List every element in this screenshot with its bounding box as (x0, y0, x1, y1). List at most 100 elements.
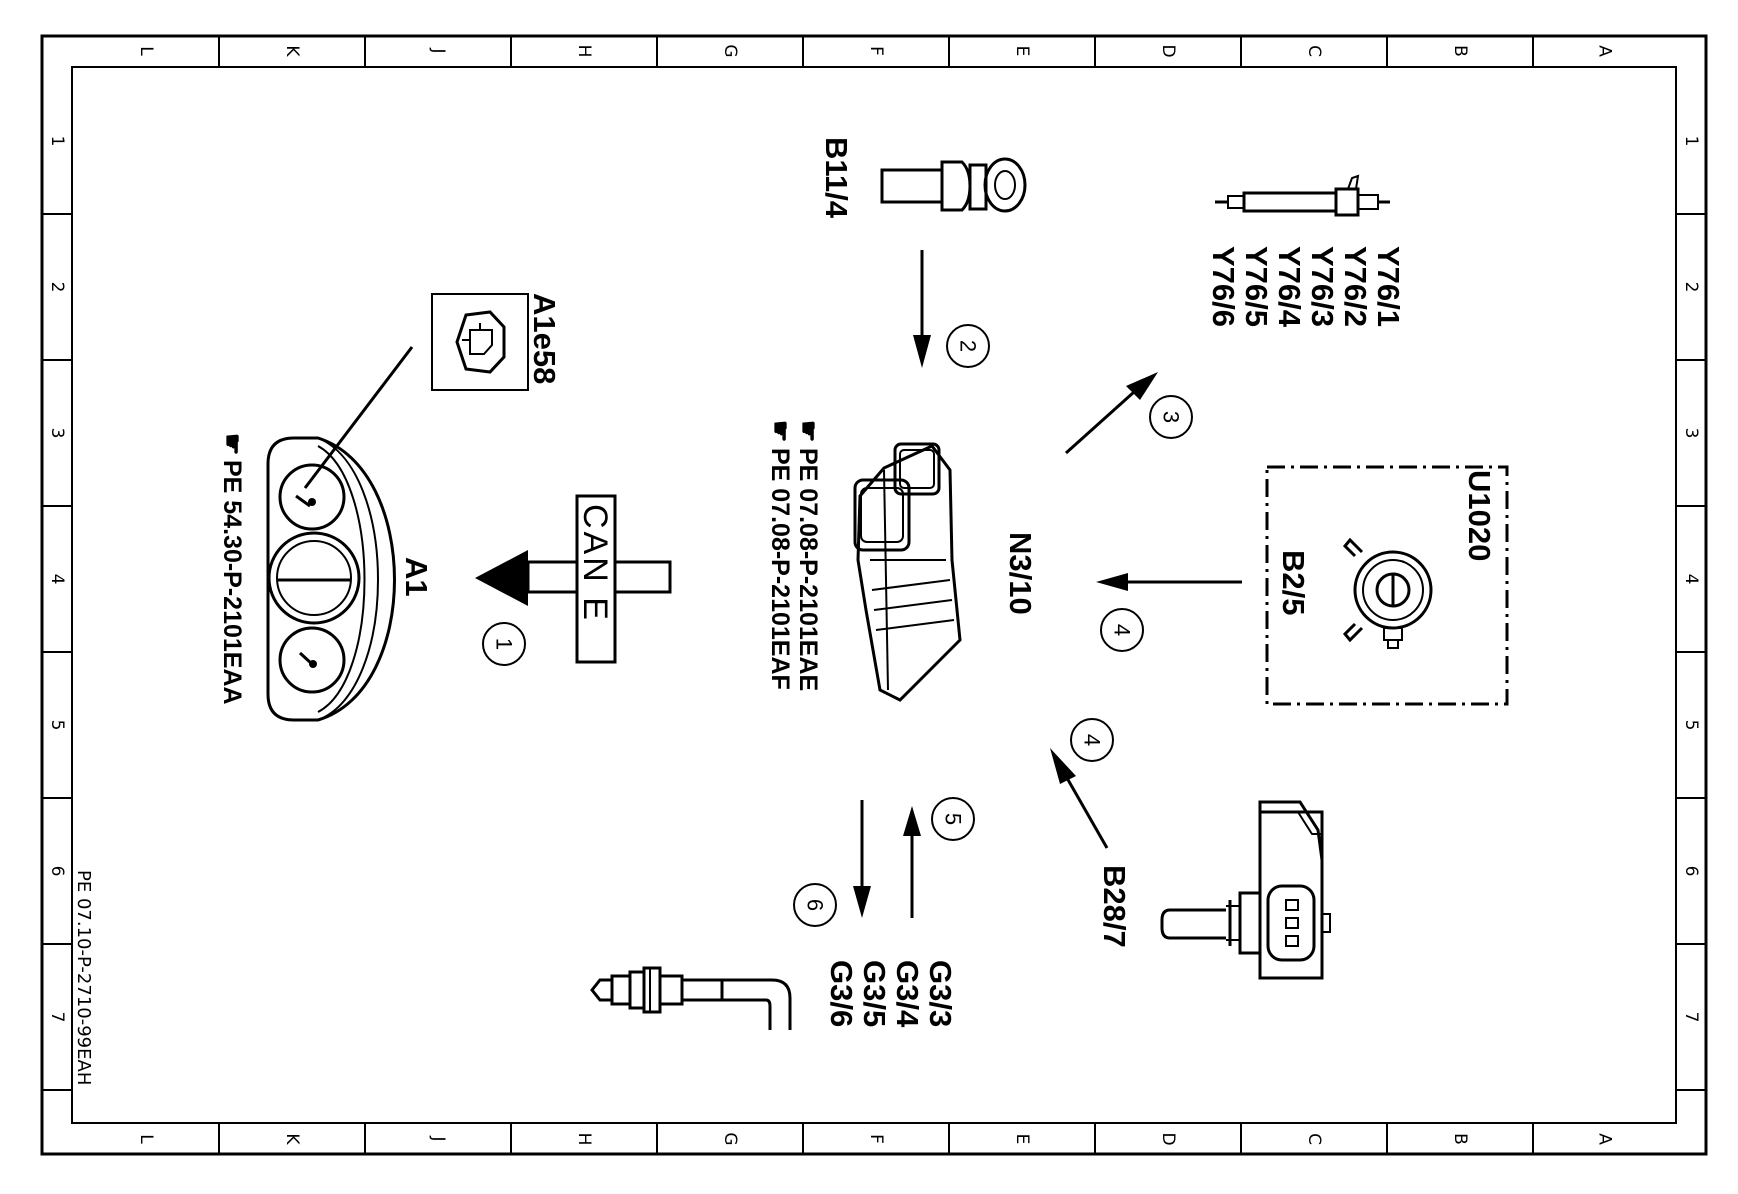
air-mass-sensor-b2-5-icon (1342, 537, 1433, 649)
row-label-left: 2 (47, 282, 67, 293)
row-label-right: 5 (1681, 720, 1701, 731)
callout-5: 5 (931, 797, 975, 841)
coolant-temp-sensor-b11-4-icon (880, 157, 1027, 213)
g3-labels: G3/3G3/4G3/5G3/6 (824, 960, 958, 1028)
row-labels-right: 1 2 3 4 5 6 7 (1681, 136, 1701, 1023)
u1020-label: U1020 (1462, 470, 1497, 561)
pointing-hand-icon: ☛ (794, 420, 822, 442)
column-label-top: C (1304, 45, 1324, 57)
y76-label: Y76/5 (1239, 246, 1274, 327)
row-label-right: 6 (1681, 866, 1701, 877)
callout-3: 3 (1149, 395, 1193, 439)
row-label-right: 2 (1681, 282, 1701, 293)
a1-reference-text: PE 54.30-P-2101EAA (218, 460, 246, 705)
svg-text:5: 5 (941, 813, 966, 825)
row-label-right: 4 (1681, 574, 1701, 585)
column-label-top: G (720, 44, 740, 57)
column-label-bottom: B (1450, 1133, 1470, 1145)
b2-5-label: B2/5 (1276, 550, 1311, 615)
row-label-right: 1 (1681, 136, 1701, 147)
callout-1: 1 (482, 622, 526, 666)
b11-4-label: B11/4 (819, 137, 854, 219)
column-label-bottom: F (866, 1134, 886, 1144)
column-label-top: L (136, 46, 156, 56)
callout-6: 6 (793, 883, 837, 927)
callout-4-top: 4 (1100, 608, 1144, 652)
check-engine-lamp-a1e58-icon (431, 293, 529, 391)
row-label-left: 3 (47, 428, 67, 439)
g3-label: G3/5 (857, 960, 892, 1027)
a1-reference: ☛ PE 54.30-P-2101EAA (218, 433, 246, 705)
svg-text:4: 4 (1110, 624, 1135, 636)
column-label-bottom: E (1012, 1134, 1032, 1145)
row-label-left: 1 (47, 136, 67, 147)
pointing-hand-icon: ☛ (218, 433, 246, 455)
column-label-bottom: C (1304, 1133, 1324, 1145)
column-label-bottom: D (1158, 1132, 1178, 1145)
signal-arrow-3 (1064, 372, 1158, 455)
column-label-bottom: K (282, 1133, 302, 1145)
fuel-injector-y76-icon (1215, 174, 1390, 217)
row-label-left: 5 (47, 720, 67, 731)
row-label-right: 7 (1681, 1012, 1701, 1023)
engine-control-unit-n3-10-icon (853, 442, 962, 702)
g3-label: G3/4 (890, 960, 925, 1028)
y76-label: Y76/3 (1305, 246, 1340, 327)
column-label-top: K (282, 45, 302, 57)
column-label-top: D (1158, 44, 1178, 57)
n3-10-reference-2: PE 07.08-P-2101EAF (766, 448, 794, 690)
n3-10-label: N3/10 (1003, 532, 1038, 615)
column-label-bottom: J (428, 1135, 448, 1141)
svg-text:3: 3 (1159, 411, 1184, 423)
n3-10-references: ☛ PE 07.08-P-2101EAE ☛ PE 07.08-P-2101EA… (766, 420, 822, 691)
callout-2: 2 (946, 324, 990, 368)
signal-arrow-4-bottom (1050, 748, 1109, 849)
column-label-top: F (866, 46, 886, 56)
signal-arrow-4-top (1096, 573, 1242, 591)
column-label-top: H (574, 45, 594, 58)
svg-text:6: 6 (803, 899, 828, 911)
column-label-bottom: G (720, 1132, 740, 1145)
column-label-top: A (1595, 45, 1615, 57)
y76-label: Y76/4 (1272, 246, 1307, 328)
row-label-right: 3 (1681, 428, 1701, 439)
row-labels-left: 1 2 3 4 5 6 7 (47, 136, 67, 1023)
oxygen-sensor-g3-icon (590, 966, 792, 1030)
a1e58-leader-line (303, 346, 414, 489)
g3-label: G3/3 (923, 960, 958, 1027)
n3-10-reference-1: PE 07.08-P-2101EAE (794, 448, 822, 691)
signal-arrow-5 (903, 806, 921, 918)
b28-7-label: B28/7 (1097, 865, 1132, 948)
can-bus-arrow (475, 494, 672, 664)
callout-4-bottom: 4 (1070, 718, 1114, 762)
row-label-left: 7 (47, 1012, 67, 1023)
column-label-bottom: A (1595, 1133, 1615, 1145)
column-label-top: E (1012, 46, 1032, 57)
y76-label: Y76/2 (1338, 246, 1373, 327)
svg-text:2: 2 (956, 340, 981, 352)
svg-text:1: 1 (492, 638, 517, 650)
a1-label: A1 (399, 557, 434, 597)
a1e58-label: A1e58 (527, 293, 562, 384)
y76-label: Y76/1 (1371, 246, 1406, 327)
signal-arrow-2 (913, 250, 931, 368)
row-label-left: 6 (47, 866, 67, 877)
column-label-top: J (428, 47, 448, 53)
g3-label: G3/6 (824, 960, 859, 1027)
pointing-hand-icon: ☛ (766, 420, 794, 442)
row-label-left: 4 (47, 574, 67, 585)
column-label-bottom: H (574, 1133, 594, 1146)
pressure-sensor-b28-7-icon (1160, 800, 1331, 980)
instrument-cluster-a1-icon (266, 436, 396, 722)
signal-arrow-6 (853, 800, 871, 918)
y76-label: Y76/6 (1206, 246, 1241, 327)
u1020-assembly-boundary (1265, 465, 1509, 706)
can-bus-label: CAN E (576, 504, 614, 623)
column-label-bottom: L (136, 1134, 156, 1144)
svg-text:4: 4 (1080, 734, 1105, 746)
